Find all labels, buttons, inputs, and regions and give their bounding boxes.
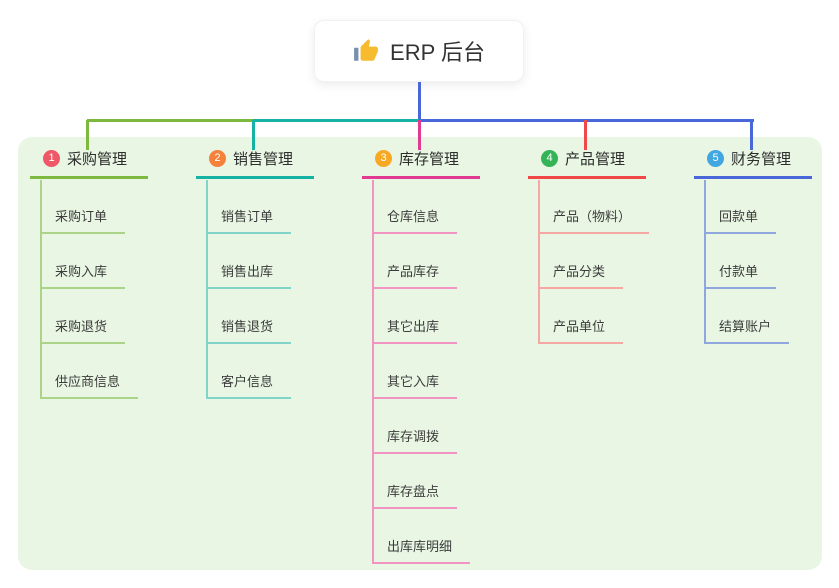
branches-panel	[18, 137, 822, 570]
branch-drop-line	[252, 120, 255, 150]
child-node-label: 库存盘点	[387, 484, 440, 499]
child-node-销售退货[interactable]: 销售退货	[206, 319, 292, 344]
branch-node-财务管理[interactable]: 5 财务管理	[694, 148, 812, 179]
child-node-产品单位[interactable]: 产品单位	[538, 319, 624, 344]
branch-node-产品管理[interactable]: 4 产品管理	[528, 148, 646, 179]
root-node[interactable]: ERP 后台	[314, 20, 524, 82]
branch-spine-line	[206, 180, 208, 399]
branch-number-badge: 4	[541, 150, 558, 167]
branch-number-badge: 3	[375, 150, 392, 167]
child-node-其它出库[interactable]: 其它出库	[372, 319, 458, 344]
child-node-label: 仓库信息	[387, 209, 440, 224]
child-node-label: 库存调拨	[387, 429, 440, 444]
child-node-仓库信息[interactable]: 仓库信息	[372, 209, 458, 234]
child-node-采购订单[interactable]: 采购订单	[40, 209, 126, 234]
child-node-label: 销售出库	[221, 264, 274, 279]
child-node-label: 结算账户	[719, 319, 772, 334]
child-node-出库库明细[interactable]: 出库库明细	[372, 539, 471, 564]
child-node-label: 客户信息	[221, 374, 274, 389]
child-node-产品分类[interactable]: 产品分类	[538, 264, 624, 289]
branch-label: 采购管理	[67, 151, 128, 168]
branch-label: 库存管理	[399, 151, 460, 168]
child-node-label: 供应商信息	[55, 374, 121, 389]
child-node-库存盘点[interactable]: 库存盘点	[372, 484, 458, 509]
branch-number-badge: 1	[43, 150, 60, 167]
root-stem-line	[418, 82, 421, 122]
child-node-label: 采购入库	[55, 264, 108, 279]
bus-segment-green	[87, 119, 255, 122]
child-node-label: 付款单	[719, 264, 759, 279]
child-node-label: 出库库明细	[387, 539, 453, 554]
branch-label: 销售管理	[233, 151, 294, 168]
branch-number-badge: 2	[209, 150, 226, 167]
branch-drop-line	[418, 120, 421, 150]
branch-label: 产品管理	[565, 151, 626, 168]
child-node-库存调拨[interactable]: 库存调拨	[372, 429, 458, 454]
child-node-结算账户[interactable]: 结算账户	[704, 319, 790, 344]
child-node-回款单[interactable]: 回款单	[704, 209, 777, 234]
child-node-label: 其它出库	[387, 319, 440, 334]
child-node-销售出库[interactable]: 销售出库	[206, 264, 292, 289]
thumbs-up-icon	[354, 39, 378, 61]
child-node-采购退货[interactable]: 采购退货	[40, 319, 126, 344]
bus-segment-teal	[253, 119, 421, 122]
branch-node-库存管理[interactable]: 3 库存管理	[362, 148, 480, 179]
child-node-采购入库[interactable]: 采购入库	[40, 264, 126, 289]
child-node-label: 销售订单	[221, 209, 274, 224]
child-node-label: 回款单	[719, 209, 759, 224]
child-node-label: 采购订单	[55, 209, 108, 224]
child-node-产品（物料）[interactable]: 产品（物料）	[538, 209, 650, 234]
branch-spine-line	[704, 180, 706, 344]
child-node-销售订单[interactable]: 销售订单	[206, 209, 292, 234]
child-node-label: 产品（物料）	[553, 209, 632, 224]
branch-label: 财务管理	[731, 151, 792, 168]
child-node-label: 其它入库	[387, 374, 440, 389]
child-node-label: 销售退货	[221, 319, 274, 334]
child-node-label: 采购退货	[55, 319, 108, 334]
child-node-label: 产品库存	[387, 264, 440, 279]
child-node-其它入库[interactable]: 其它入库	[372, 374, 458, 399]
branch-spine-line	[538, 180, 540, 344]
child-node-label: 产品单位	[553, 319, 606, 334]
branch-spine-line	[372, 180, 374, 564]
branch-spine-line	[40, 180, 42, 399]
branch-node-采购管理[interactable]: 1 采购管理	[30, 148, 148, 179]
child-node-产品库存[interactable]: 产品库存	[372, 264, 458, 289]
branch-node-销售管理[interactable]: 2 销售管理	[196, 148, 314, 179]
branch-number-badge: 5	[707, 150, 724, 167]
root-node-label: ERP 后台	[390, 40, 485, 65]
child-node-label: 产品分类	[553, 264, 606, 279]
child-node-客户信息[interactable]: 客户信息	[206, 374, 292, 399]
branch-drop-line	[584, 120, 587, 150]
branch-drop-line	[86, 120, 89, 150]
child-node-付款单[interactable]: 付款单	[704, 264, 777, 289]
branch-drop-line	[750, 120, 753, 150]
child-node-供应商信息[interactable]: 供应商信息	[40, 374, 139, 399]
